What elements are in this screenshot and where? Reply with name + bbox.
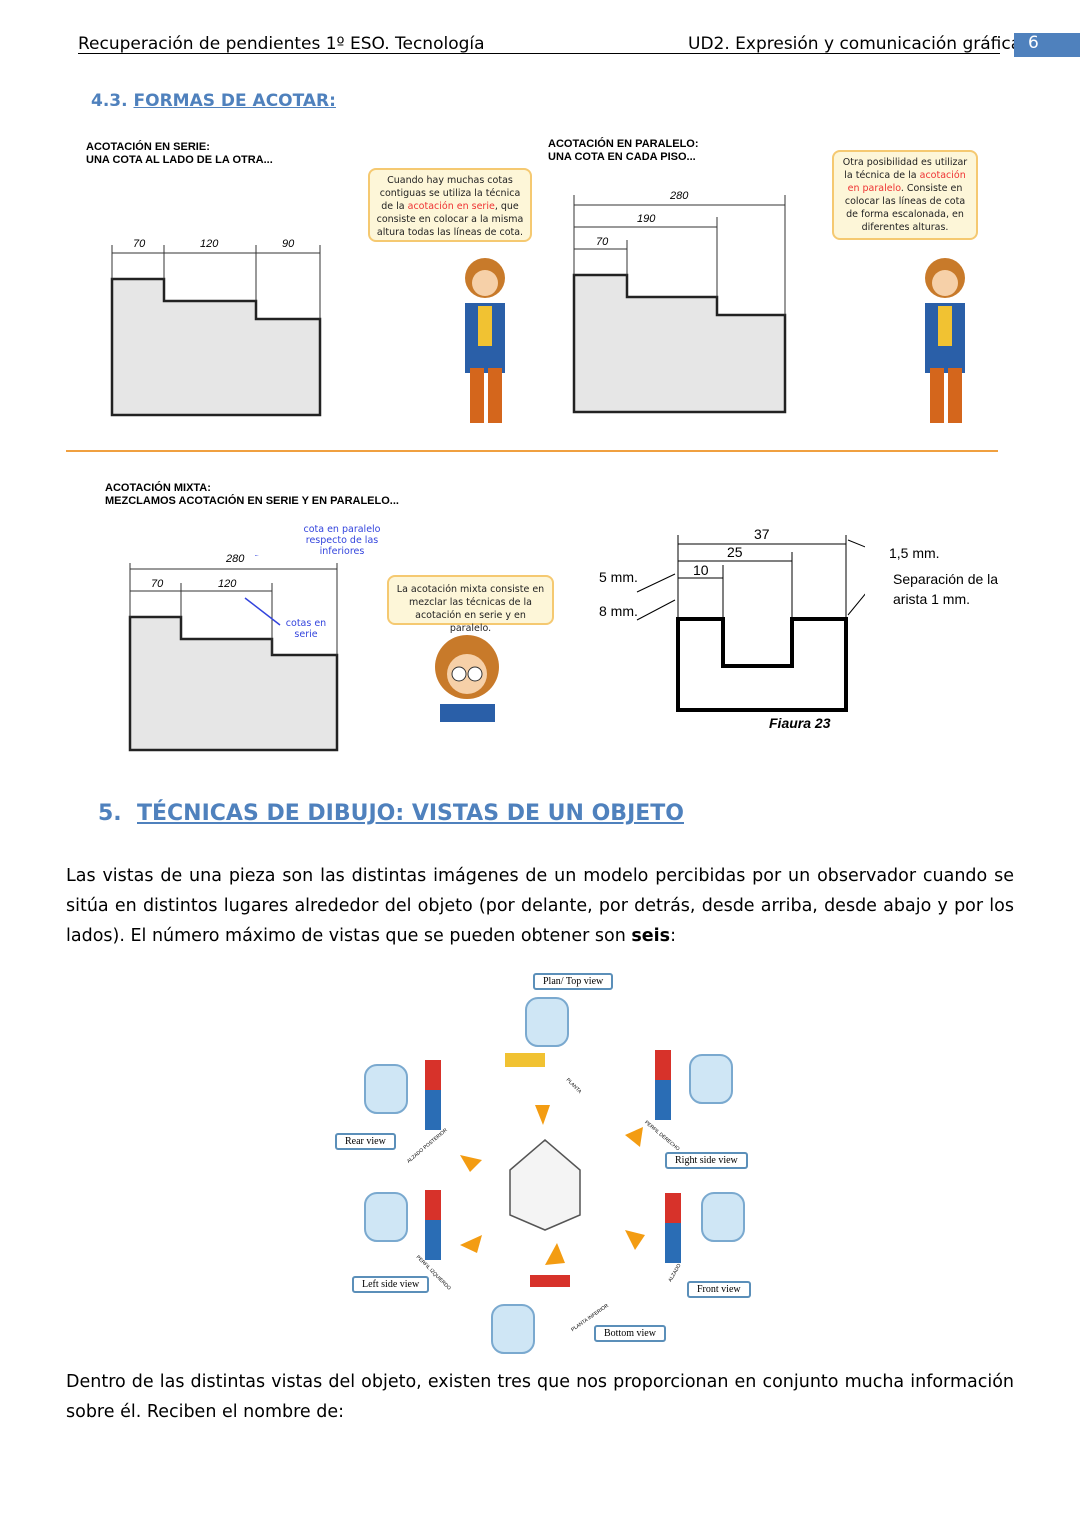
mixta-speech-bubble: La acotación mixta consiste en mezclar l… [387,575,554,634]
dim-label: 10 [693,562,709,578]
dim-label: 120 [200,238,219,250]
paralelo-drawing [572,195,787,414]
dim-label: 70 [596,236,609,248]
cartoon-character-illustration [925,258,965,423]
label-rear-view: Rear view [335,1133,396,1150]
label-left-side-view: Left side view [352,1276,430,1293]
label-plan-top-view: Plan/ Top view [533,973,614,990]
dim-label: 280 [226,553,245,565]
serie-speech-bubble: Cuando hay muchas cotas contiguas se uti… [368,168,532,242]
label-separacion: Separación de la arista 1 mm. [893,571,999,607]
header-left: Recuperación de pendientes 1º ESO. Tecno… [78,34,485,54]
mixta-drawing [128,555,339,752]
six-views-illustration: Plan/ Top view Rear view Right side view… [330,965,755,1355]
mixta-caption: ACOTACIÓN MIXTA:MEZCLAMOS ACOTACIÓN EN S… [105,482,399,507]
header-rule [78,53,1000,54]
note-parallel: cota en paralelo respecto de las inferio… [303,524,381,557]
cartoon-character-illustration [465,258,505,423]
dim-label: 25 [727,544,743,560]
dim-label: 280 [670,190,689,202]
header-right: UD2. Expresión y comunicación gráfica [688,34,1022,54]
figure-caption: Fiaura 23 [769,715,831,731]
label-right-side-view: Right side view [665,1152,748,1169]
paralelo-speech-bubble: Otra posibilidad es utilizar la técnica … [832,150,978,240]
paragraph-three-views: Dentro de las distintas vistas del objet… [66,1372,1014,1422]
dim-label: 70 [151,578,164,590]
dim-label: 37 [754,526,770,542]
dim-label: 120 [218,578,237,590]
label-front-view: Front view [687,1281,751,1298]
label-bottom-view: Bottom view [594,1325,666,1342]
note-serie: cotas en serie [285,618,327,640]
paralelo-caption: ACOTACIÓN EN PARALELO:UNA COTA EN CADA P… [548,138,699,163]
section-4-3-heading: 4.3. FORMAS DE ACOTAR: [91,91,336,111]
figure-23-drawing [636,535,865,712]
section-divider [66,450,998,452]
label-8mm: 8 mm. [599,603,638,619]
section-5-heading: 5. TÉCNICAS DE DIBUJO: VISTAS DE UN OBJE… [98,801,684,826]
serie-drawing [110,245,322,417]
serie-caption: ACOTACIÓN EN SERIE:UNA COTA AL LADO DE L… [86,141,273,166]
paragraph-views-intro: Las vistas de una pieza son las distinta… [66,866,1014,946]
dim-label: 190 [637,213,656,225]
page-number: 6 [1014,33,1080,57]
dim-label: 70 [133,238,146,250]
label-5mm: 5 mm. [599,569,638,585]
label-1-5mm: 1,5 mm. [889,545,940,561]
dim-label: 90 [282,238,295,250]
cartoon-character-face-illustration [435,635,499,722]
